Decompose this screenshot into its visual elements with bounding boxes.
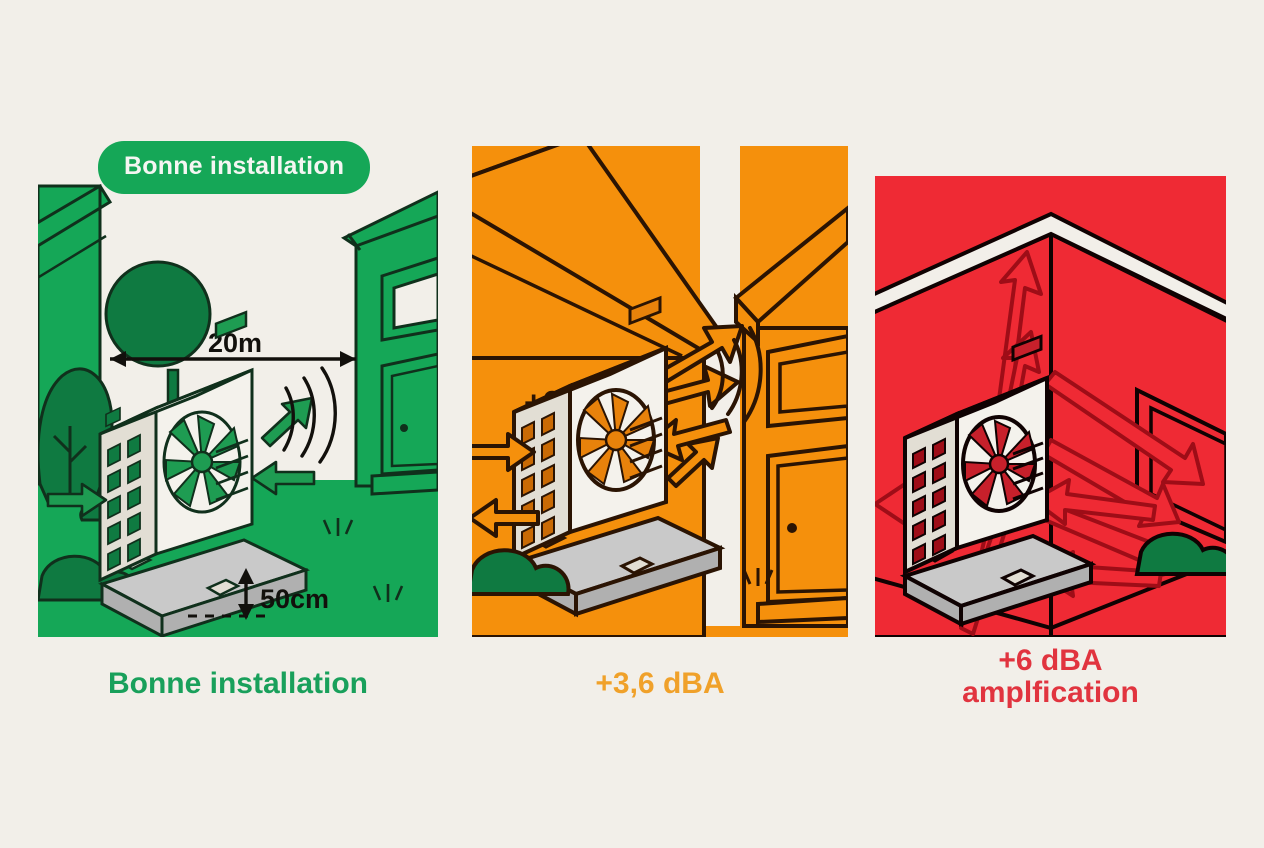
airflow-arrows-good [46,396,316,518]
fan-bad [961,415,1037,513]
fan-good [162,410,242,514]
heat-pump-unit-good [98,310,254,597]
concrete-pad-good [98,538,311,637]
right-building-warn [733,205,848,628]
sound-waves-good [282,366,337,464]
panel-good-installation: 20m [38,184,438,637]
airflow-arrows-warn [472,432,720,538]
concrete-pad-bad [899,533,1097,628]
heat-pump-unit-bad [903,334,1049,587]
dimension-50cm-label: 50cm [260,584,329,614]
fan-warn [576,388,656,492]
panel-bad-6-dba-amplification [875,176,1226,637]
bush-bad [1134,531,1226,576]
sound-waves-warn [710,326,763,424]
caption-bad: +6 dBA amplfication [962,644,1139,709]
grass-tufts-good [322,518,404,602]
dimension-50cm: 50cm [188,568,329,620]
caption-warning: +3,6 dBA [595,667,725,700]
status-badge-good: Bonne installation [98,141,371,194]
panel-warning-3-6-dba: +3,6 dBA [472,146,848,637]
right-building-good [340,190,438,496]
grass-tufts-warn [742,568,774,586]
bush-warn [472,548,571,596]
heat-pump-unit-warn [512,295,668,575]
caption-good-installation: Bonne installation [107,667,368,700]
